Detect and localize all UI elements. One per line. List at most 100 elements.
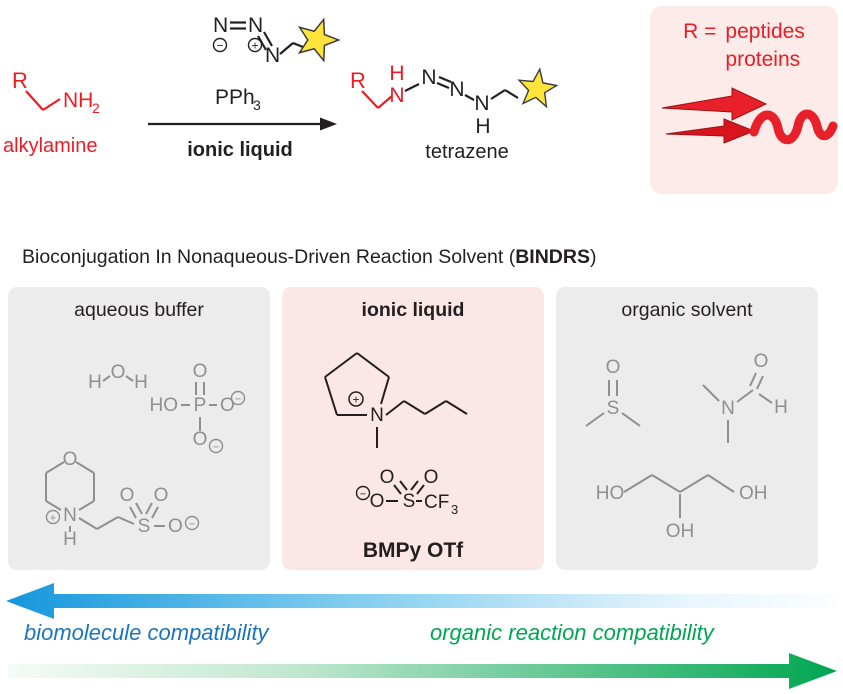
water-o-atom: O (111, 362, 126, 383)
plus-charge-icon (247, 37, 263, 53)
triflate-bonds (386, 480, 425, 502)
product-n1-atom: N (389, 84, 404, 107)
product-r-atom: R (350, 68, 366, 93)
minus-charge-sign: − (189, 519, 195, 531)
bmpy-bonds (324, 352, 468, 448)
panel-ionic-liquid: ionic liquid N + (282, 287, 544, 570)
phosphate-p-atom: P (194, 395, 207, 416)
aqueous-structures: H O H O P HO O O (45, 361, 246, 550)
nh-atom: NH (63, 89, 93, 112)
tetrazene-structure: R N H N N N H tetrazene (350, 62, 559, 163)
pph3-label: PPh (215, 86, 255, 109)
minus-charge-sign: − (360, 489, 366, 501)
dmso-s-atom: S (607, 398, 620, 419)
r-definition-text: R = peptides proteins (650, 6, 838, 75)
dmf-h-atom: H (774, 397, 788, 418)
mes-h-atom: H (63, 529, 77, 550)
triflate-cf-subscript: 3 (451, 502, 458, 517)
phosphate-ho-group: HO (150, 395, 179, 416)
ribbon-shapes (661, 87, 838, 145)
phosphate-structure: O P HO O O − − (150, 361, 246, 454)
section-heading: Bioconjugation In Nonaqueous-Driven Reac… (22, 246, 596, 269)
azide-n1-atom: N (213, 14, 228, 37)
water-structure: H O H (88, 362, 148, 393)
alkylamine-bonds (25, 90, 61, 111)
dmf-bonds (702, 372, 773, 443)
panel-organic-solvent: organic solvent O S N O H (556, 287, 818, 570)
nh-subscript: 2 (92, 100, 100, 116)
dmso-structure: O S (585, 357, 641, 427)
minus-charge-sign: − (216, 39, 223, 53)
product-n2-atom: N (421, 66, 436, 89)
heading-bindrs: BINDRS (515, 246, 590, 268)
dmso-o-atom: O (606, 357, 621, 378)
panel-aqueous-buffer: aqueous buffer H O H O P HO O O (8, 287, 270, 570)
triflate-o-top-right-atom: O (424, 467, 439, 488)
product-h-bottom-atom: H (475, 115, 490, 138)
mes-s-atom: S (138, 516, 151, 537)
arrowhead-icon (320, 117, 337, 131)
panel-organic-title: organic solvent (621, 299, 753, 321)
triflate-structure: S O O O − CF 3 (355, 467, 458, 517)
mes-o-top-right-atom: O (154, 485, 169, 506)
alkylamine-structure: R NH 2 alkylamine (3, 68, 100, 157)
mes-o-top-left-atom: O (120, 485, 135, 506)
r-equals-label: R = (683, 20, 717, 43)
panel-aqueous-title: aqueous buffer (74, 299, 204, 321)
minus-charge-icon (212, 37, 228, 53)
panel-ionic-title: ionic liquid (361, 299, 465, 321)
dmso-bonds (585, 380, 641, 427)
plus-charge-sign: + (352, 393, 359, 407)
reaction-arrow: PPh 3 ionic liquid (148, 86, 337, 161)
dmf-n-atom: N (721, 398, 735, 419)
phosphate-o-top-atom: O (193, 361, 208, 382)
dmf-o-atom: O (754, 351, 769, 372)
heading-suffix: ) (589, 246, 597, 268)
mes-bonds (45, 461, 165, 532)
glycerol-ho-group: HO (596, 483, 625, 504)
glycerol-bonds (623, 474, 735, 518)
biomolecule-compatibility-arrow (6, 583, 837, 619)
minus-charge-icon (208, 438, 224, 454)
minus-charge-sign: − (235, 394, 241, 406)
bmpy-otf-label: BMPy OTf (363, 539, 464, 562)
azide-n3-atom: N (265, 44, 280, 67)
product-black-bonds (404, 75, 519, 101)
product-n4-atom: N (474, 92, 489, 115)
mes-structure: O N H + S O O O − (45, 449, 200, 550)
phosphate-bonds (181, 382, 217, 431)
minus-charge-icon (184, 515, 200, 531)
plus-charge-icon (348, 391, 364, 407)
azide-n2-atom: N (248, 14, 263, 37)
organic-compatibility-label: organic reaction compatibility (430, 620, 714, 645)
glycerol-oh-mid-group: OH (666, 521, 695, 542)
triflate-o-left-atom: O (370, 491, 385, 512)
organic-compatibility-arrow (8, 653, 837, 689)
triflate-cf-group: CF (424, 492, 449, 513)
r-atom: R (12, 68, 28, 93)
ionic-structures: N + S O O O − CF 3 BMP (324, 352, 468, 562)
glycerol-oh-right-group: OH (739, 483, 768, 504)
reaction-scheme: R NH 2 alkylamine N N N − + (3, 14, 559, 163)
bmpy-n-atom: N (370, 405, 384, 426)
plus-charge-sign: + (251, 39, 258, 53)
minus-charge-icon (230, 390, 246, 406)
star-icon (297, 17, 341, 63)
glycerol-structure: HO OH OH (596, 474, 768, 542)
star-icon (517, 67, 559, 109)
dmf-structure: N O H (702, 351, 788, 443)
plus-charge-sign: + (50, 513, 56, 525)
mes-n-atom: N (63, 505, 77, 526)
protein-ribbon-illustration (661, 87, 838, 145)
azide-structure: N N N − + (212, 14, 341, 67)
mes-ring-o-atom: O (63, 449, 78, 470)
r-definition-box: R = peptides proteins (650, 6, 838, 194)
bmpy-cation-structure: N + (324, 352, 468, 448)
heading-prefix: Bioconjugation In Nonaqueous-Driven Reac… (22, 246, 516, 268)
mes-o-right-atom: O (168, 516, 183, 537)
azide-bonds (230, 21, 304, 55)
tetrazene-label: tetrazene (425, 141, 508, 163)
ionic-liquid-condition-label: ionic liquid (187, 139, 293, 161)
triflate-s-atom: S (403, 491, 416, 512)
